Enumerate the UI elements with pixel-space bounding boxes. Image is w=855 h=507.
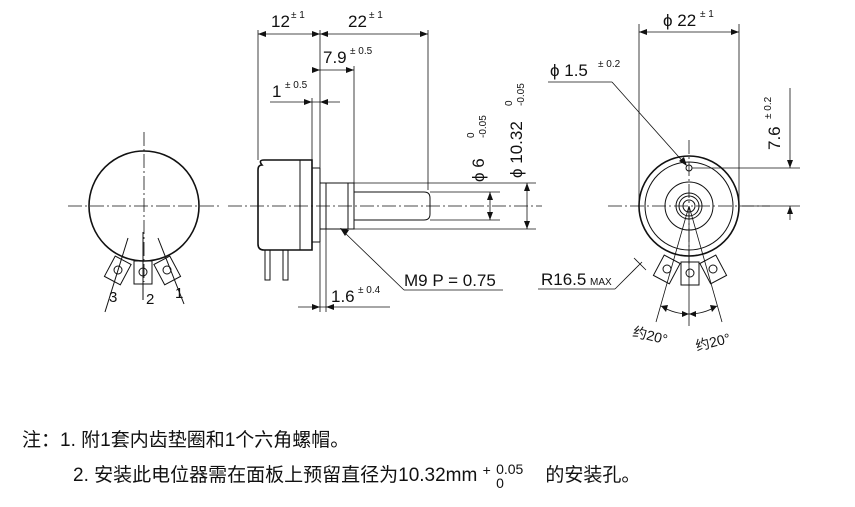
dim-phi22-tol: ± 1 (700, 9, 714, 20)
front-view: 约20° 约20° ϕ 22 ± 1 ϕ 1.5 ± 0.2 7.6 ± 0.2… (538, 9, 800, 354)
note-2-tol-upper: 0.05 (496, 460, 524, 477)
note-2-text-before: 2. 安装此电位器需在面板上预留直径为10.32mm (73, 465, 478, 486)
terminal-label-1: 1 (175, 285, 183, 302)
angle-left: 约20° (631, 323, 669, 347)
rear-terminal-3 (103, 237, 132, 313)
dim-7-6-tol: ± 0.2 (763, 96, 774, 119)
dim-7-6: 7.6 (765, 126, 784, 150)
dim-radius-suffix: MAX (590, 277, 612, 288)
dim-7-9: 7.9 (323, 48, 347, 67)
dim-22-tol: ± 1 (369, 10, 383, 21)
dim-1-6: 1.6 (331, 287, 355, 306)
dim-1-6-tol: ± 0.4 (358, 285, 381, 296)
note-1-text: 1. 附1套内齿垫圈和1个六角螺帽。 (60, 430, 350, 451)
note-1: 注：1. 附1套内齿垫圈和1个六角螺帽。 (22, 426, 349, 455)
note-2-text-after: 的安装孔。 (545, 465, 641, 486)
note-2-tol-plus: + (482, 462, 491, 478)
dim-12: 12 (271, 12, 290, 31)
dim-phi1-5-tol: ± 0.2 (598, 59, 621, 70)
front-terminals (652, 254, 728, 286)
dim-phi10-32-tol-lower: -0.05 (516, 83, 527, 106)
note-2: 2. 安装此电位器需在面板上预留直径为10.32mm + 0.05 0 的安装孔… (73, 456, 640, 490)
rear-terminal-1 (153, 237, 185, 305)
dim-1-tol: ± 0.5 (285, 80, 308, 91)
dim-7-9-tol: ± 0.5 (350, 46, 373, 57)
dim-phi6: ϕ 6 (469, 158, 488, 182)
dim-12-tol: ± 1 (291, 10, 305, 21)
rear-view: 3 2 1 (68, 132, 222, 313)
dim-phi6-tol-upper: 0 (466, 132, 477, 138)
dim-1: 1 (272, 82, 281, 101)
thread-callout: M9 P = 0.75 (404, 271, 496, 290)
dim-phi10-32: ϕ 10.32 (507, 121, 526, 178)
dim-phi1-5: ϕ 1.5 (550, 61, 588, 80)
dim-phi22: ϕ 22 (663, 11, 696, 30)
dim-phi10-32-tol-upper: 0 (504, 100, 515, 106)
note-2-tolerance: 0.05 0 (496, 460, 540, 491)
side-view: 12 ± 1 22 ± 1 7.9 ± 0.5 1 ± 0.5 ϕ 6 0 -0… (228, 10, 542, 312)
terminal-label-2: 2 (146, 291, 154, 308)
note-2-tol-lower: 0 (496, 474, 504, 491)
terminal-label-3: 3 (109, 289, 117, 306)
dim-radius: R16.5 (541, 270, 586, 289)
rear-terminal-2 (133, 232, 153, 300)
dim-22: 22 (348, 12, 367, 31)
technical-drawing: 3 2 1 12 ± 1 22 ± 1 (68, 9, 800, 354)
angle-right: 约20° (694, 330, 732, 354)
notes-prefix: 注： (22, 430, 61, 451)
dim-phi6-tol-lower: -0.05 (478, 115, 489, 138)
